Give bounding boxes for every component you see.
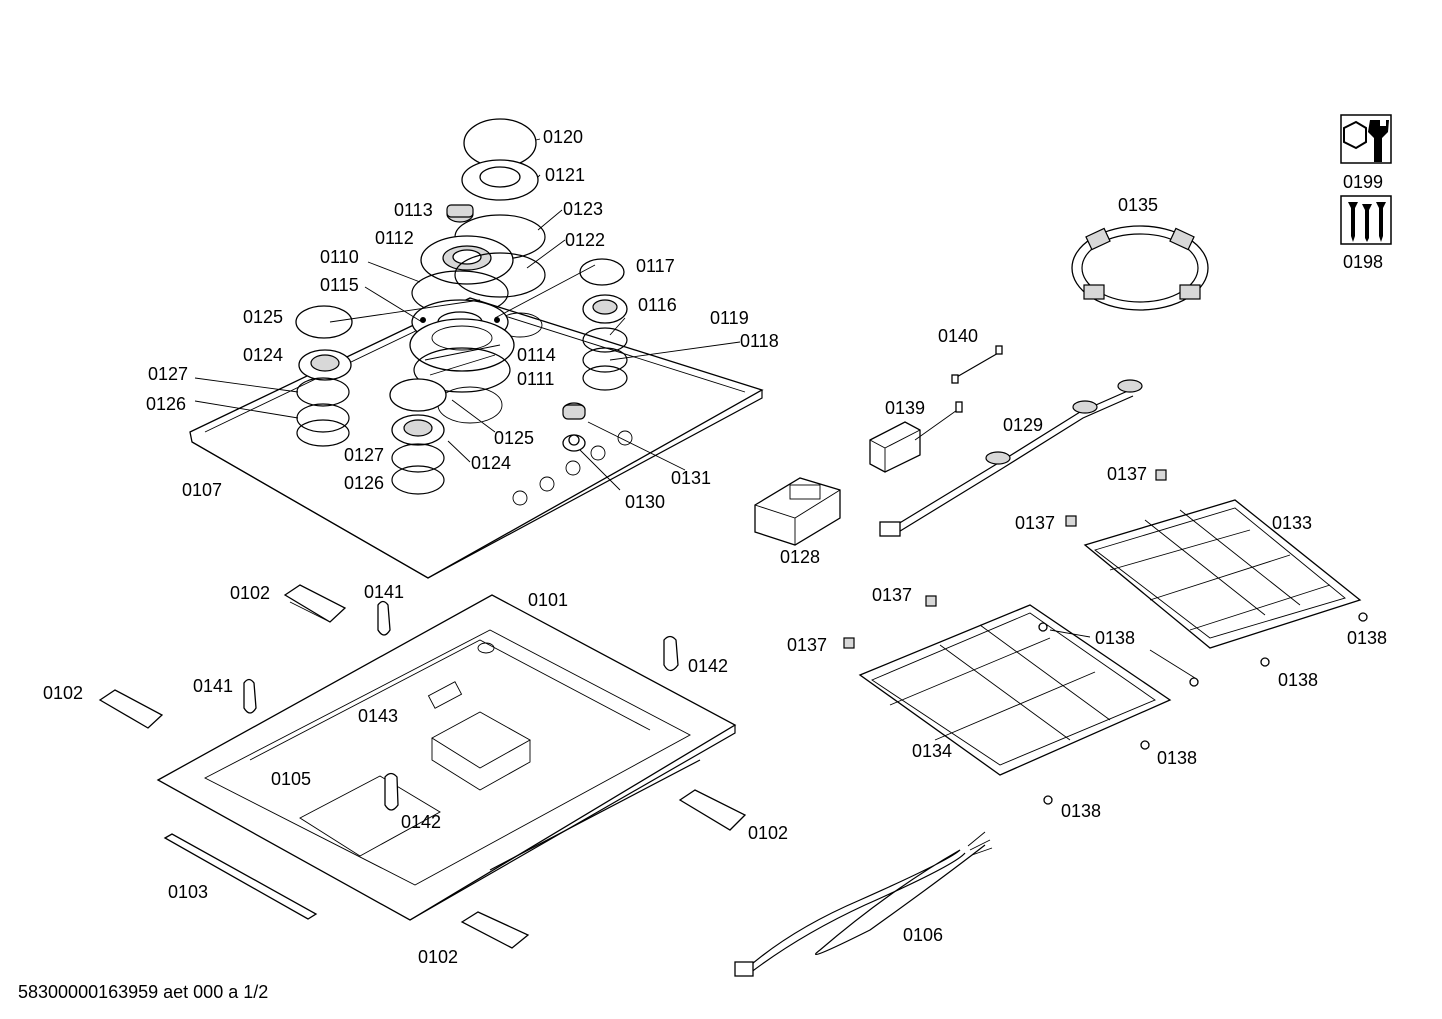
- label-0102-b: 0102: [43, 683, 83, 703]
- left-small-burner: [295, 305, 353, 447]
- label-0128: 0128: [780, 547, 820, 567]
- label-0141-a: 0141: [364, 582, 404, 602]
- right-small-burner: [579, 258, 628, 391]
- icon-label-0199: 0199: [1343, 172, 1383, 192]
- label-0125-a: 0125: [243, 307, 283, 327]
- control-module: [754, 477, 841, 546]
- label-0122: 0122: [565, 230, 605, 250]
- label-0137-d: 0137: [787, 635, 827, 655]
- label-0137-a: 0137: [1107, 464, 1147, 484]
- control-knob: [562, 402, 586, 452]
- base-tray: [156, 594, 737, 921]
- label-0116: 0116: [638, 295, 677, 315]
- label-0114: 0114: [517, 345, 556, 365]
- wiring-parts: [869, 345, 1143, 537]
- label-0139: 0139: [885, 398, 925, 418]
- brackets: [98, 584, 747, 949]
- wok-ring: [1071, 225, 1209, 311]
- label-0133: 0133: [1272, 513, 1312, 533]
- label-0141-b: 0141: [193, 676, 233, 696]
- label-0112: 0112: [375, 228, 414, 248]
- document-id: 58300000163959 aet 000 a 1/2: [18, 982, 268, 1002]
- pan-support-right: [1083, 499, 1362, 649]
- label-0124-b: 0124: [471, 453, 511, 473]
- label-0106: 0106: [903, 925, 943, 945]
- label-0120: 0120: [543, 127, 583, 147]
- label-0135: 0135: [1118, 195, 1158, 215]
- label-0142-a: 0142: [688, 656, 728, 676]
- label-0105: 0105: [271, 769, 311, 789]
- power-cable: [734, 831, 993, 977]
- label-0138-a: 0138: [1095, 628, 1135, 648]
- pan-support-left: [858, 604, 1172, 776]
- label-0125-b: 0125: [494, 428, 534, 448]
- label-0127-b: 0127: [344, 445, 384, 465]
- label-0129: 0129: [1003, 415, 1043, 435]
- label-0138-c: 0138: [1278, 670, 1318, 690]
- label-0142-b: 0142: [401, 812, 441, 832]
- label-0127-a: 0127: [148, 364, 188, 384]
- label-0107: 0107: [182, 480, 222, 500]
- label-0101: 0101: [528, 590, 568, 610]
- icon-label-0198: 0198: [1343, 252, 1383, 272]
- label-0118: 0118: [740, 331, 779, 351]
- label-0137-b: 0137: [1015, 513, 1055, 533]
- label-0103: 0103: [168, 882, 208, 902]
- label-0134: 0134: [912, 741, 952, 761]
- rubber-feet: [243, 600, 679, 811]
- label-0102-a: 0102: [230, 583, 270, 603]
- main-burner-stack: [409, 118, 546, 393]
- label-0137-c: 0137: [872, 585, 912, 605]
- label-0110: 0110: [320, 247, 359, 267]
- label-0140: 0140: [938, 326, 978, 346]
- label-0138-b: 0138: [1347, 628, 1387, 648]
- leader-lines: [194, 138, 741, 491]
- screws-icon: [1340, 195, 1392, 245]
- label-0111: 0111: [517, 369, 554, 389]
- strip-0103: [163, 833, 318, 920]
- label-0126-b: 0126: [344, 473, 384, 493]
- label-0131: 0131: [671, 468, 711, 488]
- label-0115: 0115: [320, 275, 359, 295]
- label-0138-d: 0138: [1157, 748, 1197, 768]
- label-0123: 0123: [563, 199, 603, 219]
- label-0102-d: 0102: [418, 947, 458, 967]
- label-0121: 0121: [545, 165, 585, 185]
- feet-parts: [843, 469, 1368, 805]
- front-small-burner: [389, 378, 447, 495]
- label-0126-a: 0126: [146, 394, 186, 414]
- label-0130: 0130: [625, 492, 665, 512]
- label-0138-e: 0138: [1061, 801, 1101, 821]
- label-0143: 0143: [358, 706, 398, 726]
- wrench-nut-icon: [1340, 114, 1392, 164]
- label-0124-a: 0124: [243, 345, 283, 365]
- label-0117: 0117: [636, 256, 675, 276]
- label-0119: 0119: [710, 308, 749, 328]
- label-0113: 0113: [394, 200, 433, 220]
- label-0102-c: 0102: [748, 823, 788, 843]
